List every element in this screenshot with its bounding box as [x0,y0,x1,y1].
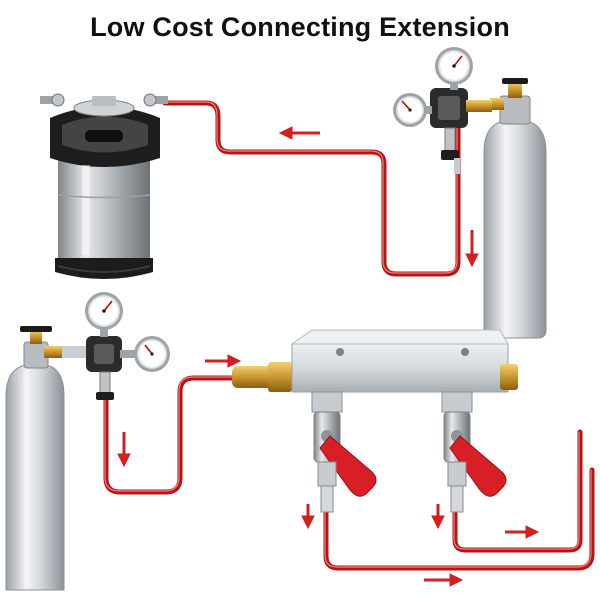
red-arrow-icon [117,432,131,468]
red-arrow-icon [424,573,464,587]
red-arrow-icon [465,230,479,268]
corny-keg [40,93,168,279]
co2-cylinder-upper [483,78,547,339]
page-title: Low Cost Connecting Extension [90,12,510,42]
hose-keg-to-regulator [162,100,461,277]
dual-gauge-regulator-lower [62,292,170,400]
ball-valve-left [313,411,377,513]
hose-left-valve-out [323,467,595,571]
ball-valve-right [443,411,507,513]
flow-arrows [117,126,540,587]
gas-distribution-manifold [232,329,518,413]
pressure-gauge-icon [393,93,432,127]
red-arrow-icon [205,354,242,368]
pressure-gauge-icon [435,47,473,90]
co2-cylinder-lower [5,326,65,591]
pressure-gauge-icon [85,292,123,337]
pressure-gauge-icon [120,336,170,372]
red-arrow-icon [301,504,315,530]
hose-lines [103,100,595,571]
red-arrow-icon [278,126,320,140]
dual-gauge-regulator-upper [393,47,492,174]
red-arrow-icon [431,504,445,530]
red-arrow-icon [505,525,540,539]
